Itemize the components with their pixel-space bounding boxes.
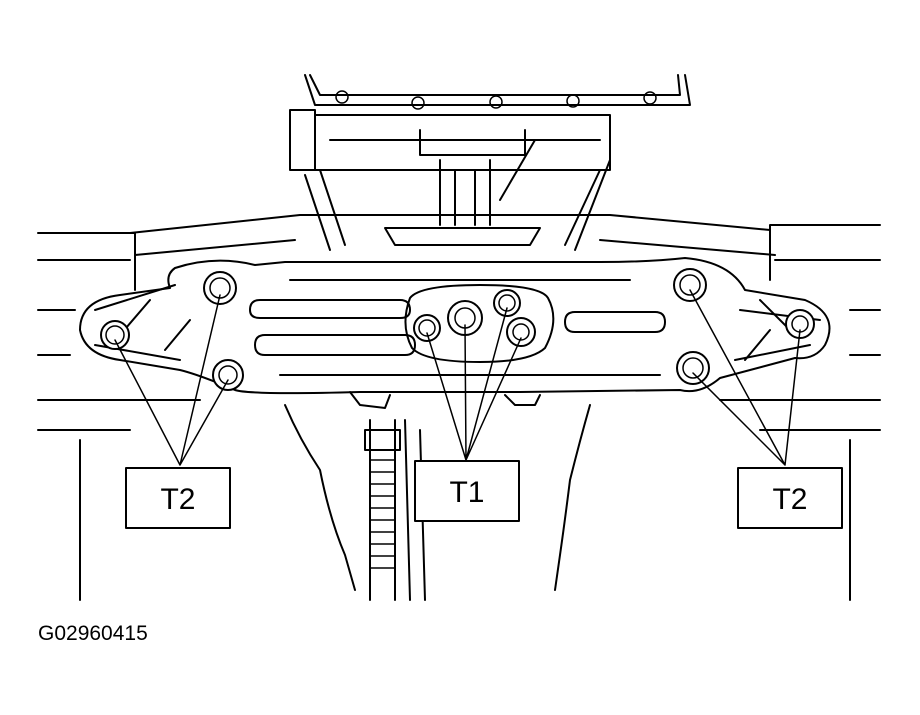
lower-assembly [284, 391, 591, 601]
bolt-group-t2-right [673, 268, 815, 385]
callout-label: T2 [772, 483, 807, 516]
bolt-icon [413, 314, 441, 342]
upper-housing [289, 74, 691, 251]
bolt-group-t2-left [100, 271, 244, 391]
callout-t2-left: T2 [125, 467, 231, 529]
bolt-icon [785, 309, 815, 339]
bolt-icon [212, 359, 244, 391]
bolt-icon [203, 271, 237, 305]
bolt-icon [676, 351, 710, 385]
bolt-icon [493, 289, 521, 317]
bolt-icon [100, 320, 130, 350]
callout-label: T2 [160, 483, 195, 516]
bolt-icon [673, 268, 707, 302]
bolt-icon [506, 317, 536, 347]
right-frame-member [719, 224, 881, 601]
callout-t1: T1 [414, 460, 520, 522]
callout-label: T1 [449, 476, 484, 509]
leader-lines [114, 289, 801, 466]
figure-id: G02960415 [38, 622, 148, 645]
callout-t2-right: T2 [737, 467, 843, 529]
